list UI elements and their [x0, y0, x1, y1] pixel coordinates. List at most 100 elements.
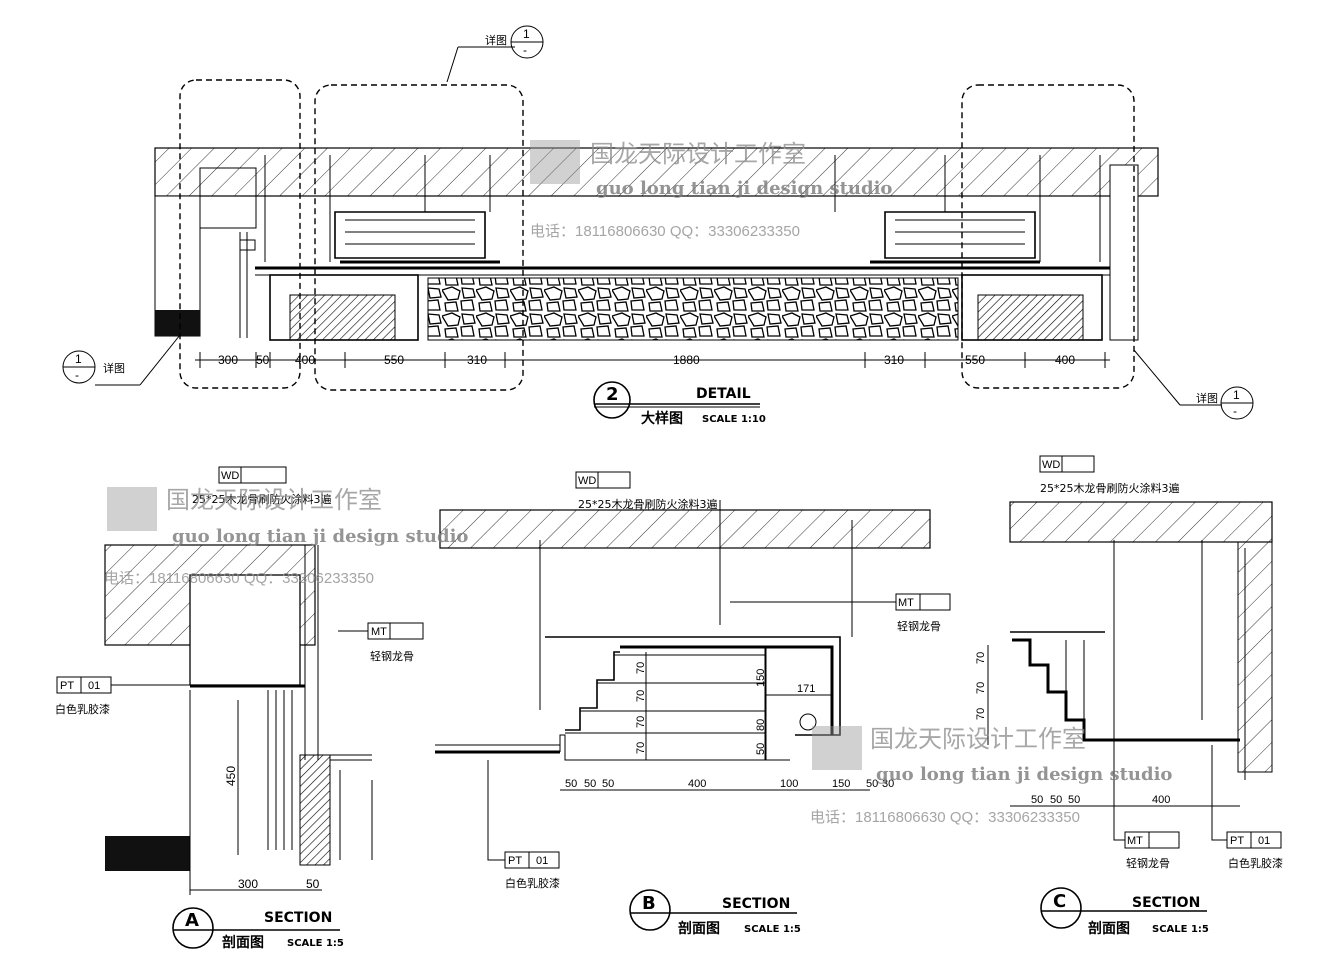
- section-c-tag-mt: MT: [1127, 835, 1143, 847]
- section-b-bdim-4: 100: [780, 778, 798, 790]
- section-a: 450 300 50 WD 25*25木龙骨刷防火涂料3遍 MT 轻钢龙骨 PT…: [55, 466, 424, 951]
- section-b-note-top: 25*25木龙骨刷防火涂料3遍: [578, 497, 718, 511]
- detail-curtain-box: [199, 167, 257, 229]
- section-c-title-en: SECTION: [1132, 895, 1200, 911]
- section-b-vdim-2: 70: [635, 716, 647, 728]
- detail-stone-panel: [427, 277, 959, 341]
- detail-view: 300 50 400 550 310 1880 310 550 400 详图 1…: [62, 25, 1254, 427]
- watermark-en: guo long tian ji design studio: [876, 764, 1172, 785]
- watermark-logo-icon: [530, 140, 580, 184]
- section-a-letter: A: [185, 910, 199, 931]
- watermark-cn: 国龙天际设计工作室: [870, 725, 1086, 753]
- section-b-idim-3: 50: [755, 743, 767, 755]
- section-b-title-cn: 剖面图: [678, 920, 720, 937]
- section-c-vdim-0: 70: [975, 652, 987, 664]
- detail-title-bubble: [593, 381, 631, 419]
- section-a-dim-width: 300: [238, 877, 258, 891]
- detail-title-number: 2: [606, 384, 619, 405]
- watermark-3: 国龙天际设计工作室 guo long tian ji design studio…: [810, 725, 1172, 826]
- section-b-bdim-6: 50: [866, 778, 878, 790]
- detail-dim-3: 550: [384, 353, 404, 367]
- detail-callout-right-sub: -: [1233, 404, 1237, 418]
- section-b-tag-wd: WD: [578, 475, 596, 487]
- watermark-contact: 电话：18116806630 QQ：33306233350: [530, 223, 800, 240]
- detail-callout-top-num: 1: [523, 27, 530, 41]
- watermark-logo-icon: [107, 487, 157, 531]
- section-c-title-cn: 剖面图: [1088, 920, 1130, 937]
- section-c-vdim-1: 70: [975, 682, 987, 694]
- section-c-tag-wd: WD: [1042, 459, 1060, 471]
- detail-callout-top-label: 详图: [485, 33, 507, 47]
- detail-callout-left-num: 1: [75, 352, 82, 366]
- detail-ceiling-slab: [154, 147, 1159, 197]
- detail-dim-4: 310: [467, 353, 487, 367]
- section-c-tag-pt: PT: [1230, 835, 1244, 847]
- section-b-idim-0: 150: [755, 669, 767, 687]
- section-c-bdim-3: 400: [1152, 794, 1170, 806]
- section-c-letter: C: [1053, 891, 1066, 912]
- detail-callout-top-sub: -: [523, 43, 527, 57]
- watermark-contact: 电话：18116806630 QQ：33306233350: [810, 809, 1080, 826]
- watermark-cn: 国龙天际设计工作室: [590, 140, 806, 168]
- section-b-scale: SCALE 1:5: [744, 924, 801, 935]
- detail-zone-mid: [314, 84, 524, 391]
- section-c-bdim-1: 50: [1050, 794, 1062, 806]
- section-a-title-en: SECTION: [264, 910, 332, 926]
- section-c-mt-note: 轻钢龙骨: [1126, 856, 1170, 870]
- section-b-pt-note: 白色乳胶漆: [505, 876, 560, 890]
- section-c-bdim-2: 50: [1068, 794, 1080, 806]
- detail-left-wall-black: [155, 310, 200, 336]
- section-b-bdim-2: 50: [602, 778, 614, 790]
- watermark-1: 国龙天际设计工作室 guo long tian ji design studio…: [530, 140, 892, 240]
- detail-callout-left-sub: -: [75, 368, 79, 382]
- section-c-vdim-2: 70: [975, 708, 987, 720]
- section-a-pt-note: 白色乳胶漆: [55, 702, 110, 716]
- section-a-mt-note: 轻钢龙骨: [370, 649, 414, 663]
- section-b-idim-2: 80: [755, 719, 767, 731]
- detail-dim-5: 1880: [673, 353, 700, 367]
- detail-callout-left-label: 详图: [103, 361, 125, 375]
- detail-callout-right-label: 详图: [1196, 391, 1218, 405]
- detail-scale: SCALE 1:10: [702, 414, 766, 425]
- detail-zone-left: [179, 79, 301, 389]
- section-c-note-top: 25*25木龙骨刷防火涂料3遍: [1040, 481, 1180, 495]
- section-a-dim-small: 50: [306, 877, 320, 891]
- detail-dim-0: 300: [218, 353, 238, 367]
- section-a-tag-pt: PT: [60, 680, 74, 692]
- section-a-note-top: 25*25木龙骨刷防火涂料3遍: [192, 492, 332, 506]
- detail-dim-7: 550: [965, 353, 985, 367]
- section-b-title-en: SECTION: [722, 896, 790, 912]
- section-a-black-block: [105, 836, 190, 871]
- section-c-tag-pt-num: 01: [1258, 835, 1270, 847]
- detail-callout-right-num: 1: [1233, 388, 1240, 402]
- section-a-tag-pt-num: 01: [88, 680, 100, 692]
- detail-title-cn: 大样图: [641, 410, 683, 427]
- section-a-scale: SCALE 1:5: [287, 938, 344, 949]
- section-b: 70 70 70 70 150 171 80 50 50 50 50 400 1…: [435, 471, 951, 937]
- section-b-bdim-5: 150: [832, 778, 850, 790]
- section-a-tag-mt: MT: [371, 626, 387, 638]
- section-b-tag-mt: MT: [898, 597, 914, 609]
- detail-dim-8: 400: [1055, 353, 1075, 367]
- section-b-bdim-1: 50: [584, 778, 596, 790]
- section-b-vdim-3: 70: [635, 742, 647, 754]
- detail-title-en: DETAIL: [696, 386, 751, 402]
- section-b-tag-pt-num: 01: [536, 855, 548, 867]
- watermark-2: 国龙天际设计工作室 guo long tian ji design studio…: [104, 486, 468, 587]
- section-a-title-cn: 剖面图: [222, 934, 264, 951]
- section-b-mt-note: 轻钢龙骨: [897, 619, 941, 633]
- watermark-cn: 国龙天际设计工作室: [166, 486, 382, 514]
- section-b-vdim-0: 70: [635, 662, 647, 674]
- section-c-scale: SCALE 1:5: [1152, 924, 1209, 935]
- section-b-vdim-1: 70: [635, 690, 647, 702]
- section-b-letter: B: [642, 893, 656, 914]
- watermark-en: guo long tian ji design studio: [172, 526, 468, 547]
- watermark-contact: 电话：18116806630 QQ：33306233350: [104, 570, 374, 587]
- section-a-tag-wd: WD: [221, 470, 239, 482]
- detail-dim-6: 310: [884, 353, 904, 367]
- section-b-bdim-0: 50: [565, 778, 577, 790]
- watermark-en: guo long tian ji design studio: [596, 178, 892, 199]
- section-b-idim-1: 171: [797, 683, 815, 695]
- detail-dim-1: 50: [256, 353, 270, 367]
